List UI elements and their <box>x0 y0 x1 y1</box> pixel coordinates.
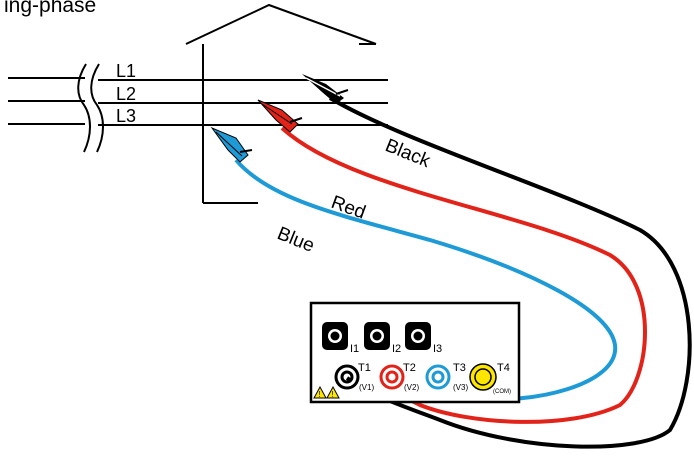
label-l2: L2 <box>116 84 136 104</box>
label-l3: L3 <box>116 106 136 126</box>
label-red-wire: Red <box>328 192 368 224</box>
label-l1: L1 <box>116 61 136 81</box>
current-input-i3 <box>405 322 431 350</box>
header-text: ing-phase <box>4 0 96 17</box>
label-t2: T2 <box>403 362 416 374</box>
supply-lines <box>8 77 388 126</box>
label-t3: T3 <box>453 362 466 374</box>
terminal-t2 <box>379 364 405 390</box>
black-wire <box>328 96 692 449</box>
label-t4-sub: (COM) <box>493 389 511 395</box>
terminal-t1 <box>334 364 360 390</box>
warning-icon: ! <box>313 385 327 399</box>
label-t3-sub: (V3) <box>453 383 468 392</box>
blue-clip-icon <box>210 126 253 163</box>
label-i3: I3 <box>433 343 442 355</box>
svg-text:!: ! <box>332 390 334 399</box>
terminal-t4 <box>469 363 497 391</box>
red-wire <box>280 126 647 424</box>
label-i2: I2 <box>392 343 401 355</box>
warning-icon-2: ! <box>326 385 340 399</box>
black-wire-tail <box>345 376 352 382</box>
current-input-i1 <box>322 322 348 350</box>
black-clip-icon <box>302 74 349 104</box>
label-t1: T1 <box>358 362 371 374</box>
current-input-i2 <box>364 322 390 350</box>
house-outline <box>185 3 377 204</box>
terminal-t3 <box>425 364 451 390</box>
svg-text:!: ! <box>319 390 321 399</box>
label-t1-sub: (V1) <box>359 383 374 392</box>
line-break-symbol <box>77 63 104 153</box>
label-blue-wire: Blue <box>274 223 317 257</box>
label-t4: T4 <box>497 362 510 374</box>
label-t2-sub: (V2) <box>404 383 419 392</box>
label-i1: I1 <box>350 343 359 355</box>
red-clip-icon <box>257 99 303 133</box>
